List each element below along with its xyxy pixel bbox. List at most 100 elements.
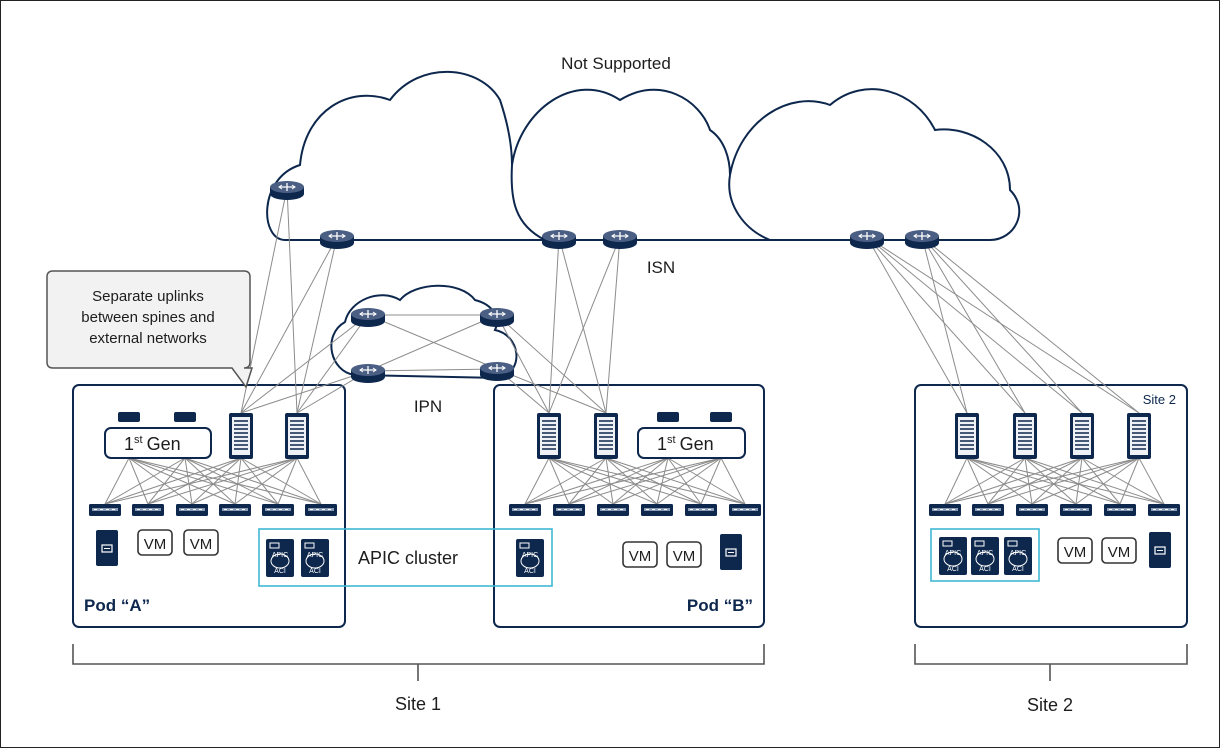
- router-icon: [479, 361, 515, 382]
- link-line: [866, 236, 1140, 414]
- link-line: [296, 236, 338, 414]
- link-line: [548, 457, 746, 505]
- link-line: [240, 457, 322, 505]
- apic-icon: [265, 538, 295, 578]
- link-line: [1119, 457, 1140, 505]
- link-line: [496, 314, 607, 414]
- svg-text:VM: VM: [1064, 544, 1087, 561]
- link-line: [524, 457, 722, 505]
- connection-lines: [104, 187, 1165, 505]
- link-line: [966, 457, 1033, 505]
- link-line: [944, 457, 968, 505]
- vm-icon: [137, 529, 173, 556]
- site2-bracket: [914, 644, 1188, 681]
- leaf-switch-icon: [1147, 503, 1181, 517]
- svg-text:VM: VM: [1108, 544, 1131, 561]
- site2-label: Site 2: [1027, 695, 1073, 715]
- link-line: [1081, 457, 1121, 505]
- apic-cluster-box: [258, 528, 553, 587]
- link-line: [104, 457, 242, 505]
- callout-line-1: Separate uplinks: [92, 288, 204, 305]
- server-icon: [1148, 531, 1172, 569]
- link-line: [277, 457, 298, 505]
- link-line: [234, 457, 242, 505]
- link-line: [240, 314, 369, 414]
- link-line: [667, 457, 702, 505]
- link-line: [1031, 457, 1083, 505]
- link-line: [234, 457, 298, 505]
- link-line: [612, 457, 722, 505]
- link-line: [944, 457, 1026, 505]
- link-line: [1031, 457, 1140, 505]
- leaf-switch-icon: [596, 503, 630, 517]
- link-line: [921, 236, 968, 414]
- vm-icon: [1057, 537, 1093, 564]
- leaf-switch-icon: [261, 503, 295, 517]
- link-line: [667, 457, 746, 505]
- leaf-switch-icon: [684, 503, 718, 517]
- link-line: [147, 457, 298, 505]
- apic-icon: [970, 536, 1000, 576]
- site1-label: Site 1: [395, 694, 441, 714]
- link-line: [184, 457, 279, 505]
- link-line: [568, 457, 669, 505]
- router-icon: [904, 229, 940, 250]
- pod-a-label: Pod “A”: [84, 596, 150, 615]
- link-line: [184, 457, 193, 505]
- spine-switch-icon: [284, 412, 310, 460]
- link-line: [367, 314, 498, 372]
- link-line: [612, 457, 669, 505]
- link-line: [1138, 457, 1165, 505]
- spine-switch-icon: [1012, 412, 1038, 460]
- leaf-switch-icon: [1103, 503, 1137, 517]
- link-line: [987, 457, 1083, 505]
- link-line: [548, 236, 621, 414]
- link-line: [605, 457, 658, 505]
- router-icon: [849, 229, 885, 250]
- link-line: [104, 457, 186, 505]
- pod-b-box: [493, 384, 765, 628]
- router-icon: [602, 229, 638, 250]
- vm-icon: [622, 541, 658, 568]
- vm-icon: [183, 529, 219, 556]
- link-line: [191, 457, 242, 505]
- link-line: [966, 457, 1165, 505]
- link-line: [966, 457, 1121, 505]
- spine-switch-icon: [954, 412, 980, 460]
- gen-badge-pod-a: [104, 427, 212, 459]
- link-line: [1024, 457, 1077, 505]
- link-line: [605, 457, 702, 505]
- link-line: [605, 457, 614, 505]
- link-line: [496, 368, 607, 414]
- callout-line-3: external networks: [89, 330, 207, 347]
- link-line: [605, 457, 746, 505]
- link-line: [558, 236, 607, 414]
- link-line: [548, 457, 658, 505]
- server-icon: [719, 533, 743, 571]
- link-line: [128, 457, 279, 505]
- vm-icon: [666, 541, 702, 568]
- link-line: [656, 457, 722, 505]
- link-line: [866, 236, 1083, 414]
- leaf-switch-icon: [552, 503, 586, 517]
- link-line: [191, 457, 298, 505]
- link-line: [944, 457, 1083, 505]
- router-icon: [269, 180, 305, 201]
- link-line: [128, 457, 149, 505]
- spine-switch-icon: [1126, 412, 1152, 460]
- leaf-switch-icon: [640, 503, 674, 517]
- pod-b-label: Pod “B”: [687, 596, 753, 615]
- leaf-switch-icon: [131, 503, 165, 517]
- link-line: [128, 457, 236, 505]
- leaf-switch-icon: [88, 503, 122, 517]
- apic-icon: [1003, 536, 1033, 576]
- apic-icon: [300, 538, 330, 578]
- leaf-switch-icon: [1059, 503, 1093, 517]
- link-line: [987, 457, 1026, 505]
- link-line: [1024, 457, 1165, 505]
- link-line: [1024, 457, 1033, 505]
- pod-a-box: [72, 384, 346, 628]
